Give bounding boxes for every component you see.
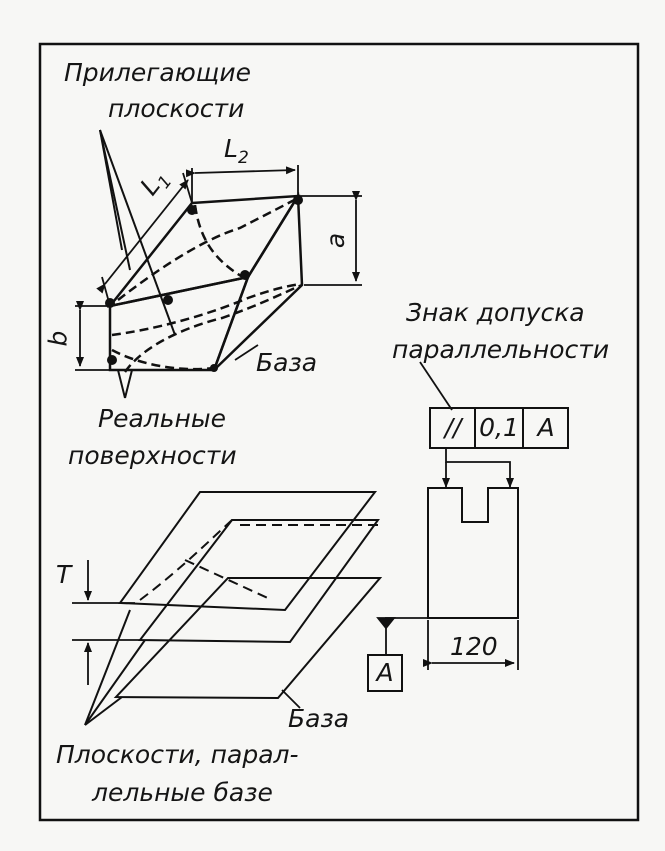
label-dim-T: T (56, 560, 72, 589)
frame-to-part-arrows (442, 448, 514, 488)
parallel-planes-leaders (84, 609, 146, 726)
label-real-surfaces-2: поверхности (68, 441, 237, 470)
figure-border (38, 42, 640, 822)
label-dim-L2: L2 (224, 136, 249, 167)
label-adjacent-planes-1: Прилегающие (64, 58, 251, 87)
datum-letter: A (376, 658, 394, 687)
label-adjacent-planes-2: плоскости (108, 94, 245, 123)
label-real-surfaces-1: Реальные (98, 404, 226, 433)
label-dim-L2-sub: 2 (237, 148, 249, 168)
label-base-top: База (256, 348, 318, 377)
tolerance-frame-box (429, 407, 569, 449)
label-parallel-planes-1: Плоскости, парал- (56, 740, 299, 769)
dim-L2-line (185, 165, 299, 203)
datum-symbol (367, 617, 428, 692)
dim-T-line (72, 560, 140, 685)
label-base-bottom: База (288, 704, 350, 733)
dim-L1-line (96, 172, 193, 307)
tolerance-sign-leader (419, 361, 453, 411)
tolerance-frame-datum: A (537, 413, 555, 442)
label-parallel-planes-2: лельные базе (92, 778, 273, 807)
box-corner-dots (105, 195, 303, 372)
base-bottom-leader (281, 689, 301, 709)
label-dim-120: 120 (450, 632, 498, 661)
tolerance-frame-value: 0,1 (479, 413, 519, 442)
base-top-leader (234, 344, 259, 361)
label-tolerance-sign-2: параллельности (392, 335, 610, 364)
real-surfaces-leaders (117, 369, 133, 399)
planes-drawing (113, 491, 383, 700)
dim-120-line (423, 620, 519, 670)
label-tolerance-sign-1: Знак допуска (406, 298, 585, 327)
label-dim-b: b (43, 330, 73, 347)
tolerance-frame-symbol: // (444, 413, 462, 442)
label-dim-a: a (321, 232, 351, 249)
part-profile (427, 487, 519, 619)
label-dim-L2-main: L (224, 134, 238, 163)
dim-a-line (300, 191, 362, 286)
dim-b-line (75, 301, 110, 371)
box-drawing (106, 191, 304, 373)
